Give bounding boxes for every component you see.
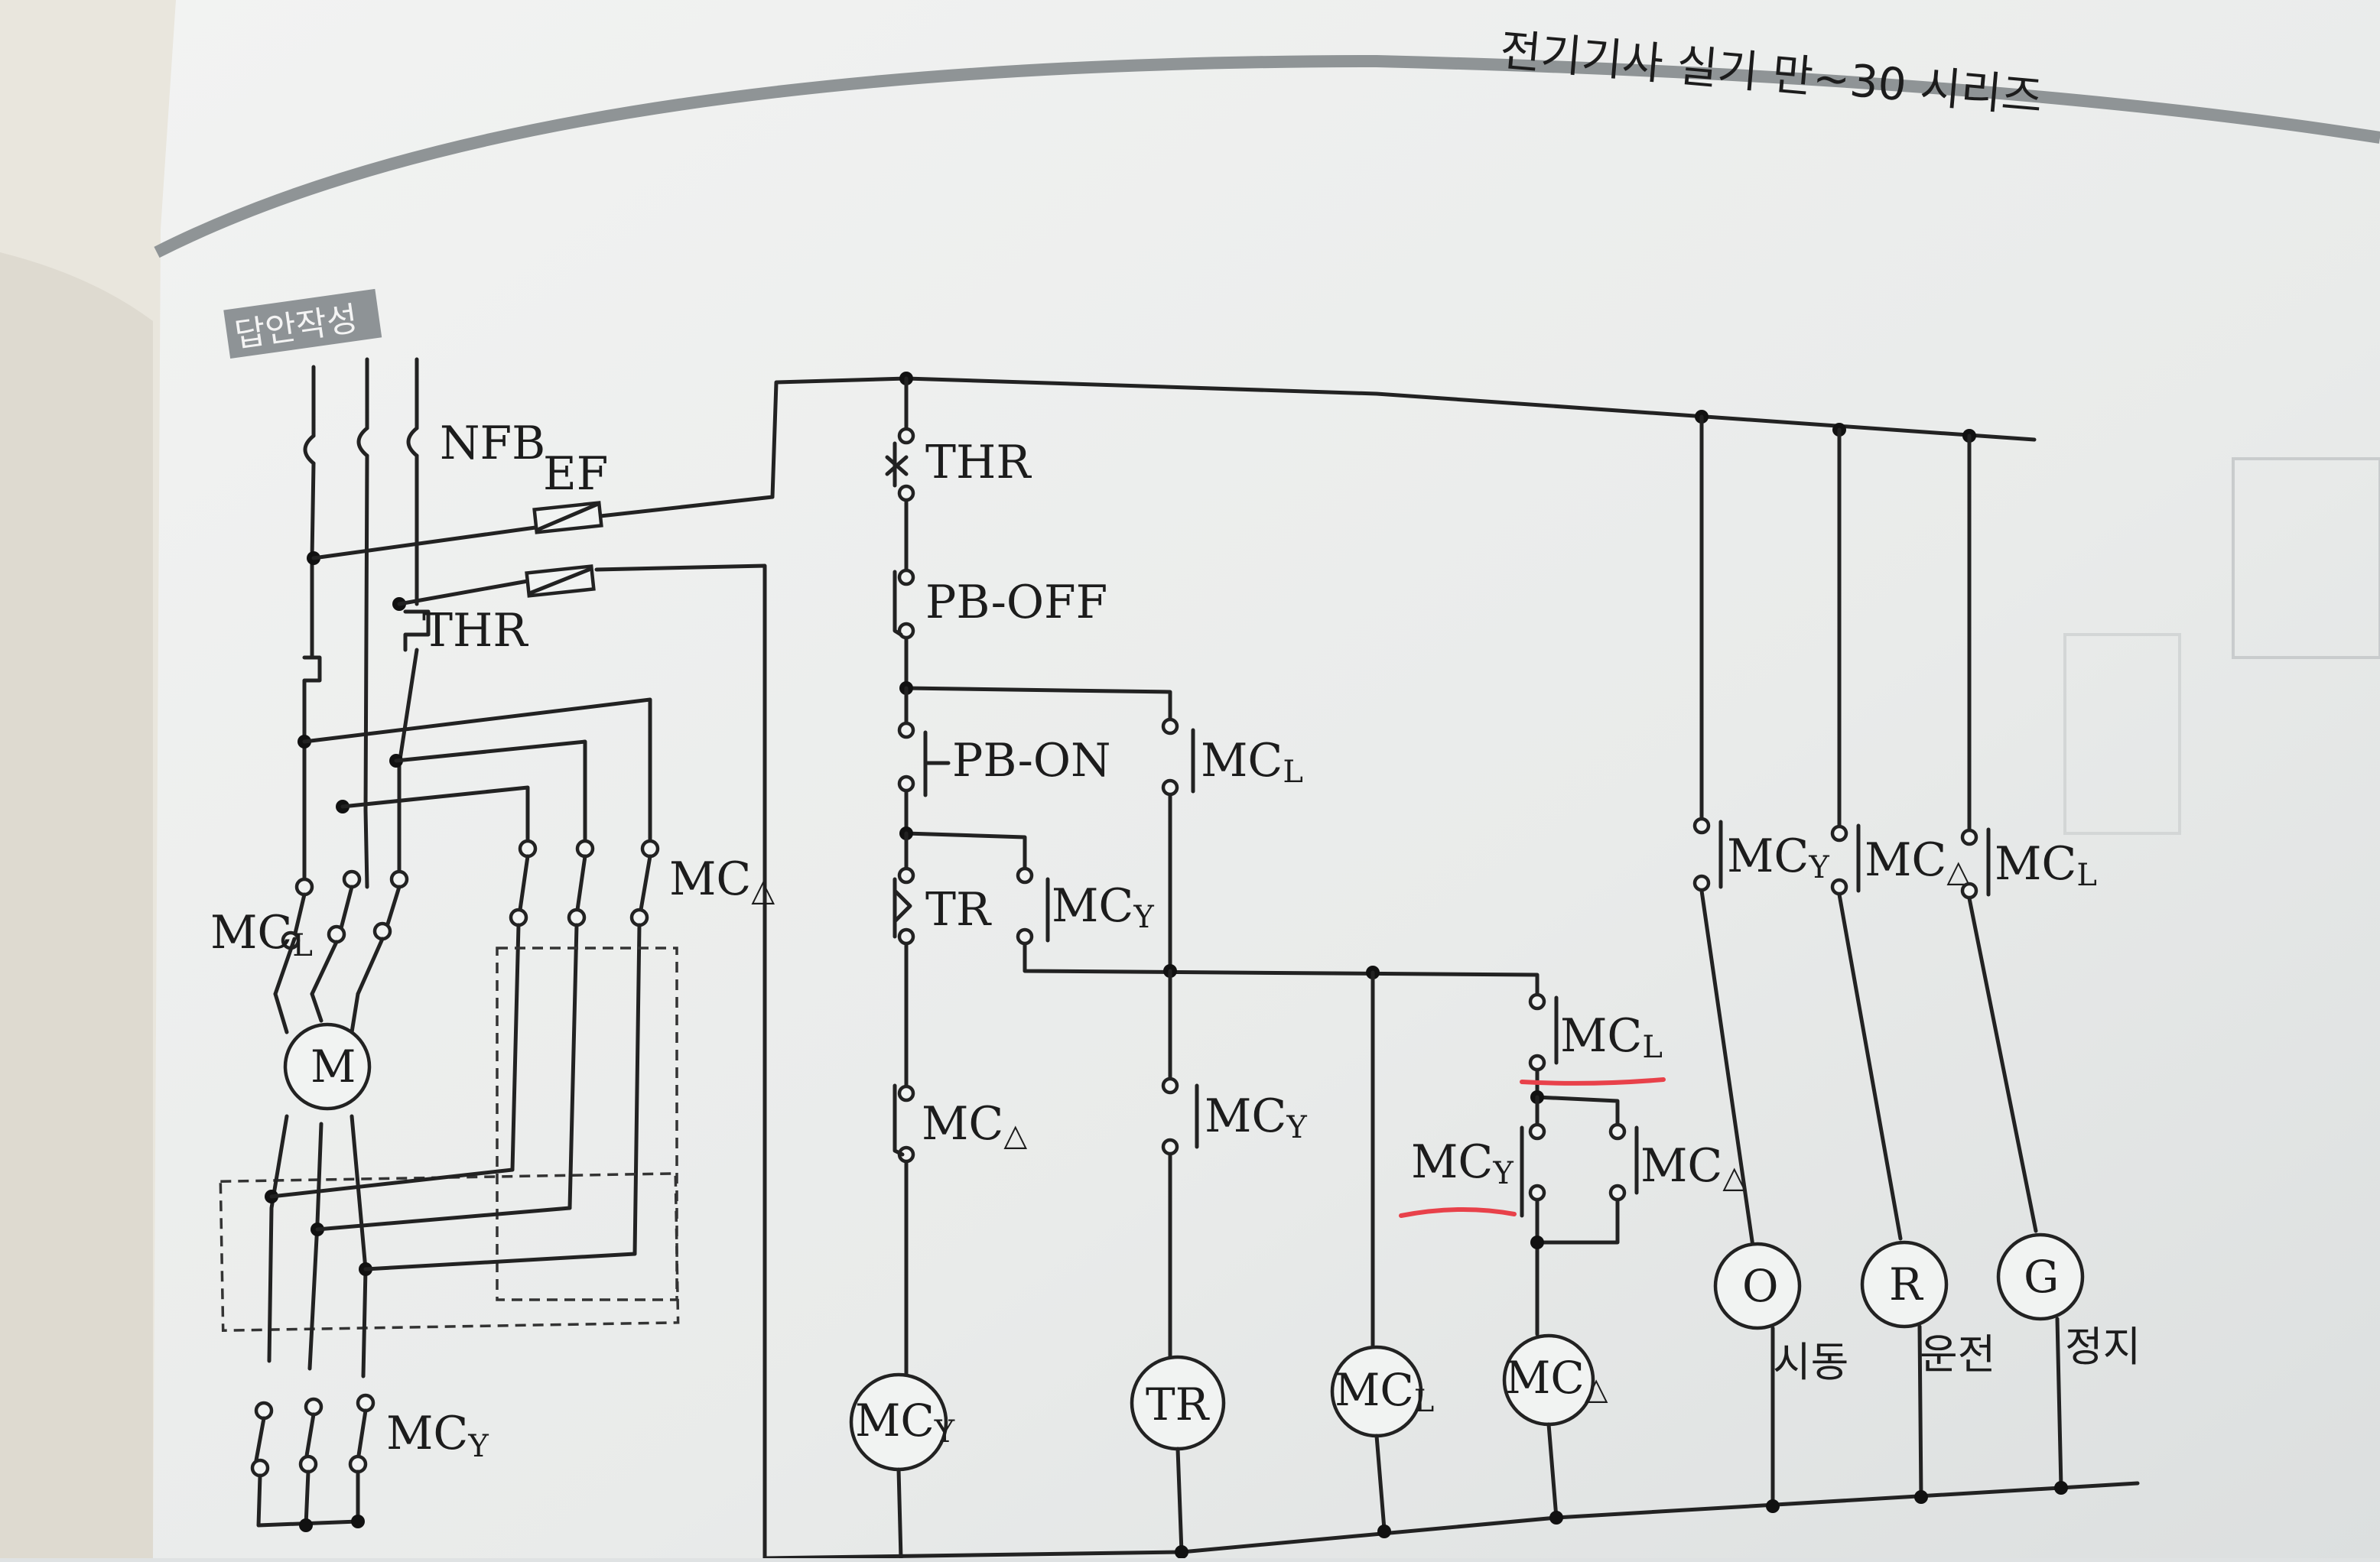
lamp-o-symbol: O [1742, 1260, 1779, 1312]
pb-off-label: PB-OFF [925, 576, 1107, 629]
mcl-main-contacts [273, 869, 409, 996]
mcy-main-label: MCY [386, 1407, 489, 1464]
motor-label: M [311, 1041, 356, 1093]
mcl-hold-label: MCL [1201, 734, 1303, 790]
thr-main-label: THR [422, 604, 528, 658]
nfb-label: NFB [440, 417, 545, 470]
mcy-interlock-label: MCY [1205, 1090, 1307, 1145]
lamp-mcl-label: MCL [1995, 837, 2097, 893]
motor-symbol [283, 1022, 372, 1111]
bottom-bus [762, 1481, 2140, 1560]
highlight-mark-1 [1520, 1077, 1666, 1086]
lamp-g-caption: 정지 [2065, 1323, 2141, 1371]
control-circuit: THR PB-OFF PB-ON MCL TR MCY MC△ M [762, 372, 2141, 1560]
nfb-symbol [303, 426, 419, 466]
highlight-mark-2 [1399, 1206, 1517, 1218]
mcy-main-contacts [250, 1393, 376, 1532]
ef-label: EF [543, 447, 608, 501]
coil-mcy-label: MCY [855, 1395, 955, 1450]
lamp-o [1713, 1242, 1802, 1330]
mcl-main-label: MCL [210, 906, 313, 963]
mcd-main-label: MC△ [669, 852, 775, 908]
lamp-g [1996, 1232, 2085, 1321]
coil-mcl-label: MCL [1335, 1364, 1434, 1419]
coil-tr-label: TR [1146, 1379, 1211, 1430]
lamp-mcd-label: MC△ [1865, 833, 1970, 889]
mcy-parallel-label: MCY [1411, 1135, 1514, 1191]
tr-contact-label: TR [925, 883, 992, 937]
lamp-r [1860, 1240, 1949, 1329]
mcd-interlock-label: MC△ [922, 1097, 1027, 1153]
main-circuit: NFB THR EF MCL [210, 357, 775, 1560]
mcd-main-contacts [509, 839, 660, 1256]
mcl-series-label: MCL [1560, 1009, 1663, 1065]
coil-mcd-label: MC△ [1505, 1352, 1608, 1407]
mcd-parallel-label: MC△ [1640, 1139, 1746, 1195]
lamp-mcy-label: MCY [1727, 830, 1829, 885]
thr-contact-label: THR [925, 436, 1032, 489]
lamp-r-caption: 운전 [1920, 1330, 1995, 1379]
lamp-o-caption: 시동 [1773, 1338, 1848, 1386]
lamp-g-symbol: G [2024, 1251, 2059, 1303]
mcy-tr-label: MCY [1052, 879, 1154, 935]
page-header-rule [154, 54, 2380, 258]
lamp-r-symbol: R [1889, 1258, 1924, 1310]
pb-on-label: PB-ON [952, 734, 1111, 787]
page-paper [153, 0, 2380, 1558]
